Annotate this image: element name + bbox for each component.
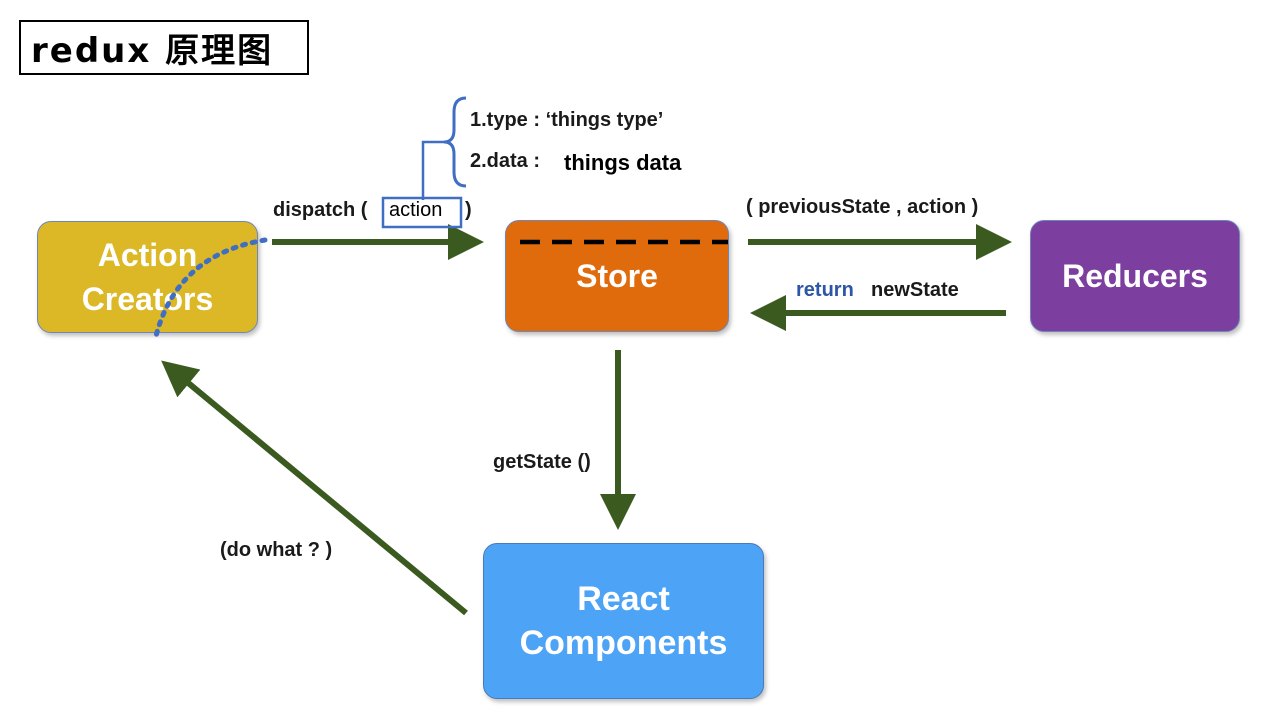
- previous-state-label: ( previousState , action ): [746, 196, 979, 218]
- dispatch-label-prefix: dispatch (: [273, 199, 368, 221]
- do-what-label: (do what ? ): [220, 539, 333, 561]
- diagram-title: redux 原理图: [19, 20, 309, 75]
- dotted-arc: [152, 237, 268, 343]
- return-keyword: return: [796, 279, 854, 301]
- react-components-label: React Components: [519, 580, 728, 662]
- do-what-arrow: [161, 360, 468, 616]
- action-creators-label: Action Creators: [81, 237, 214, 317]
- reducers-label: Reducers: [1062, 257, 1208, 294]
- action-highlight-box: [381, 196, 463, 229]
- action-type-field: 1.type : ‘things type’: [470, 109, 664, 131]
- dispatch-label-suffix: ): [465, 199, 472, 221]
- action-data-field-label: 2.data :: [470, 150, 541, 172]
- store-node: Store: [505, 220, 729, 332]
- dispatch-label-action: action: [389, 199, 443, 221]
- store-label: Store: [576, 257, 658, 294]
- action-data-field-value: things data: [564, 150, 682, 175]
- action-connector: [421, 140, 444, 200]
- action-creators-node: Action Creators: [37, 221, 258, 333]
- reducers-node: Reducers: [1030, 220, 1240, 332]
- new-state-label: newState: [871, 279, 959, 301]
- get-state-label: getState (): [493, 451, 591, 473]
- react-components-node: React Components: [483, 543, 764, 699]
